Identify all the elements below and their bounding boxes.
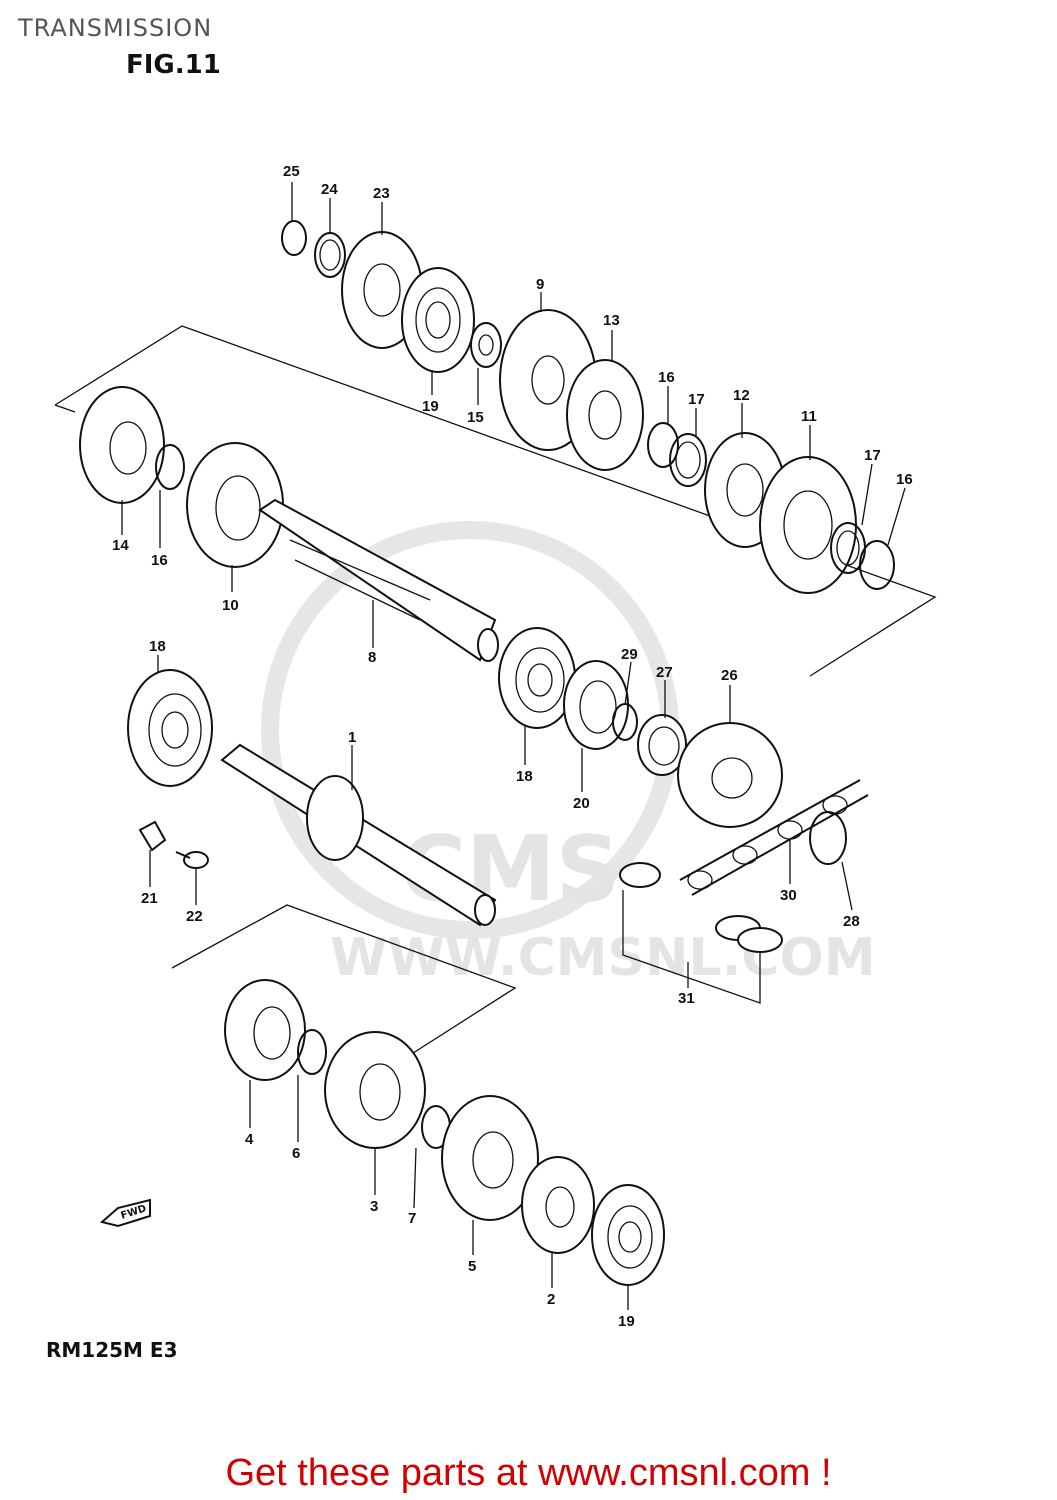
part-label-19-bottom: 19 bbox=[618, 1313, 635, 1330]
bearing-19-bottom bbox=[591, 1184, 665, 1286]
watermark-url: WWW.CMSNL.COM bbox=[330, 928, 875, 988]
part-label-17-upper: 17 bbox=[688, 391, 705, 408]
cms-watermark: CMS WWW.CMSNL.COM bbox=[261, 521, 875, 988]
part-label-18-right: 18 bbox=[516, 768, 533, 785]
washer-24 bbox=[314, 232, 346, 278]
part-label-11: 11 bbox=[801, 408, 817, 425]
part-label-22: 22 bbox=[186, 908, 203, 925]
part-label-10: 10 bbox=[222, 597, 239, 614]
circlip-6 bbox=[297, 1029, 327, 1075]
part-label-6: 6 bbox=[292, 1145, 300, 1162]
part-label-24: 24 bbox=[321, 181, 338, 198]
sprocket-26 bbox=[677, 722, 783, 828]
part-label-13: 13 bbox=[603, 312, 620, 329]
gear-4 bbox=[224, 979, 306, 1081]
circlip-16-upper bbox=[647, 422, 679, 468]
part-label-3: 3 bbox=[370, 1198, 378, 1215]
circlip-25 bbox=[281, 220, 307, 256]
gear-2 bbox=[521, 1156, 595, 1254]
chain-joint-outline bbox=[622, 890, 761, 1004]
page-title: TRANSMISSION bbox=[18, 14, 213, 42]
driveshaft-1 bbox=[220, 743, 497, 927]
part-label-21: 21 bbox=[141, 890, 158, 907]
part-label-26: 26 bbox=[721, 667, 738, 684]
circlip-28 bbox=[809, 811, 847, 865]
washer-17-upper bbox=[669, 433, 707, 487]
part-label-16-right: 16 bbox=[896, 471, 913, 488]
gear-13 bbox=[566, 359, 644, 471]
retainer-21 bbox=[138, 820, 167, 852]
countershaft-group-outline bbox=[54, 325, 937, 677]
leader-lines bbox=[121, 182, 906, 1310]
part-label-5: 5 bbox=[468, 1258, 476, 1275]
fwd-arrow-icon: FWD bbox=[99, 1198, 151, 1228]
chain-joint-31 bbox=[619, 862, 783, 953]
footer-parts-link[interactable]: Get these parts at www.cmsnl.com ! bbox=[225, 1452, 832, 1494]
part-labels: 25 24 23 19 15 9 13 16 17 12 11 17 16 14… bbox=[112, 163, 913, 1330]
part-label-28: 28 bbox=[843, 913, 860, 930]
part-label-9: 9 bbox=[536, 276, 544, 293]
part-label-16-upper: 16 bbox=[658, 369, 675, 386]
bearing-19-top bbox=[401, 267, 475, 373]
figure-label: FIG.11 bbox=[126, 50, 221, 80]
part-label-4: 4 bbox=[245, 1131, 254, 1148]
circlip-16-left bbox=[155, 444, 185, 490]
gear-14 bbox=[79, 386, 165, 504]
spacer-27 bbox=[637, 714, 687, 776]
part-label-14: 14 bbox=[112, 537, 129, 554]
part-label-31: 31 bbox=[678, 990, 695, 1007]
part-label-29: 29 bbox=[621, 646, 638, 663]
screw-22 bbox=[175, 851, 209, 869]
part-label-12: 12 bbox=[733, 387, 750, 404]
part-label-20: 20 bbox=[573, 795, 590, 812]
part-label-1: 1 bbox=[348, 729, 356, 746]
part-label-15: 15 bbox=[467, 409, 484, 426]
bearing-18-left bbox=[127, 669, 213, 787]
part-label-7: 7 bbox=[408, 1210, 416, 1227]
part-label-30: 30 bbox=[780, 887, 797, 904]
circlip-16-right bbox=[859, 540, 895, 590]
part-label-2: 2 bbox=[547, 1291, 555, 1308]
part-label-16-left: 16 bbox=[151, 552, 168, 569]
part-label-8: 8 bbox=[368, 649, 376, 666]
part-label-23: 23 bbox=[373, 185, 390, 202]
model-code: RM125M E3 bbox=[46, 1338, 178, 1362]
gear-5 bbox=[441, 1095, 539, 1221]
part-label-25: 25 bbox=[283, 163, 300, 180]
countershaft-8 bbox=[258, 498, 499, 662]
gear-3 bbox=[324, 1031, 426, 1149]
part-label-19-top: 19 bbox=[422, 398, 439, 415]
part-label-27: 27 bbox=[656, 664, 673, 681]
part-label-18-left: 18 bbox=[149, 638, 166, 655]
driveshaft-group-outline bbox=[171, 904, 517, 1056]
part-label-17-lower: 17 bbox=[864, 447, 881, 464]
washer-15 bbox=[470, 322, 502, 368]
